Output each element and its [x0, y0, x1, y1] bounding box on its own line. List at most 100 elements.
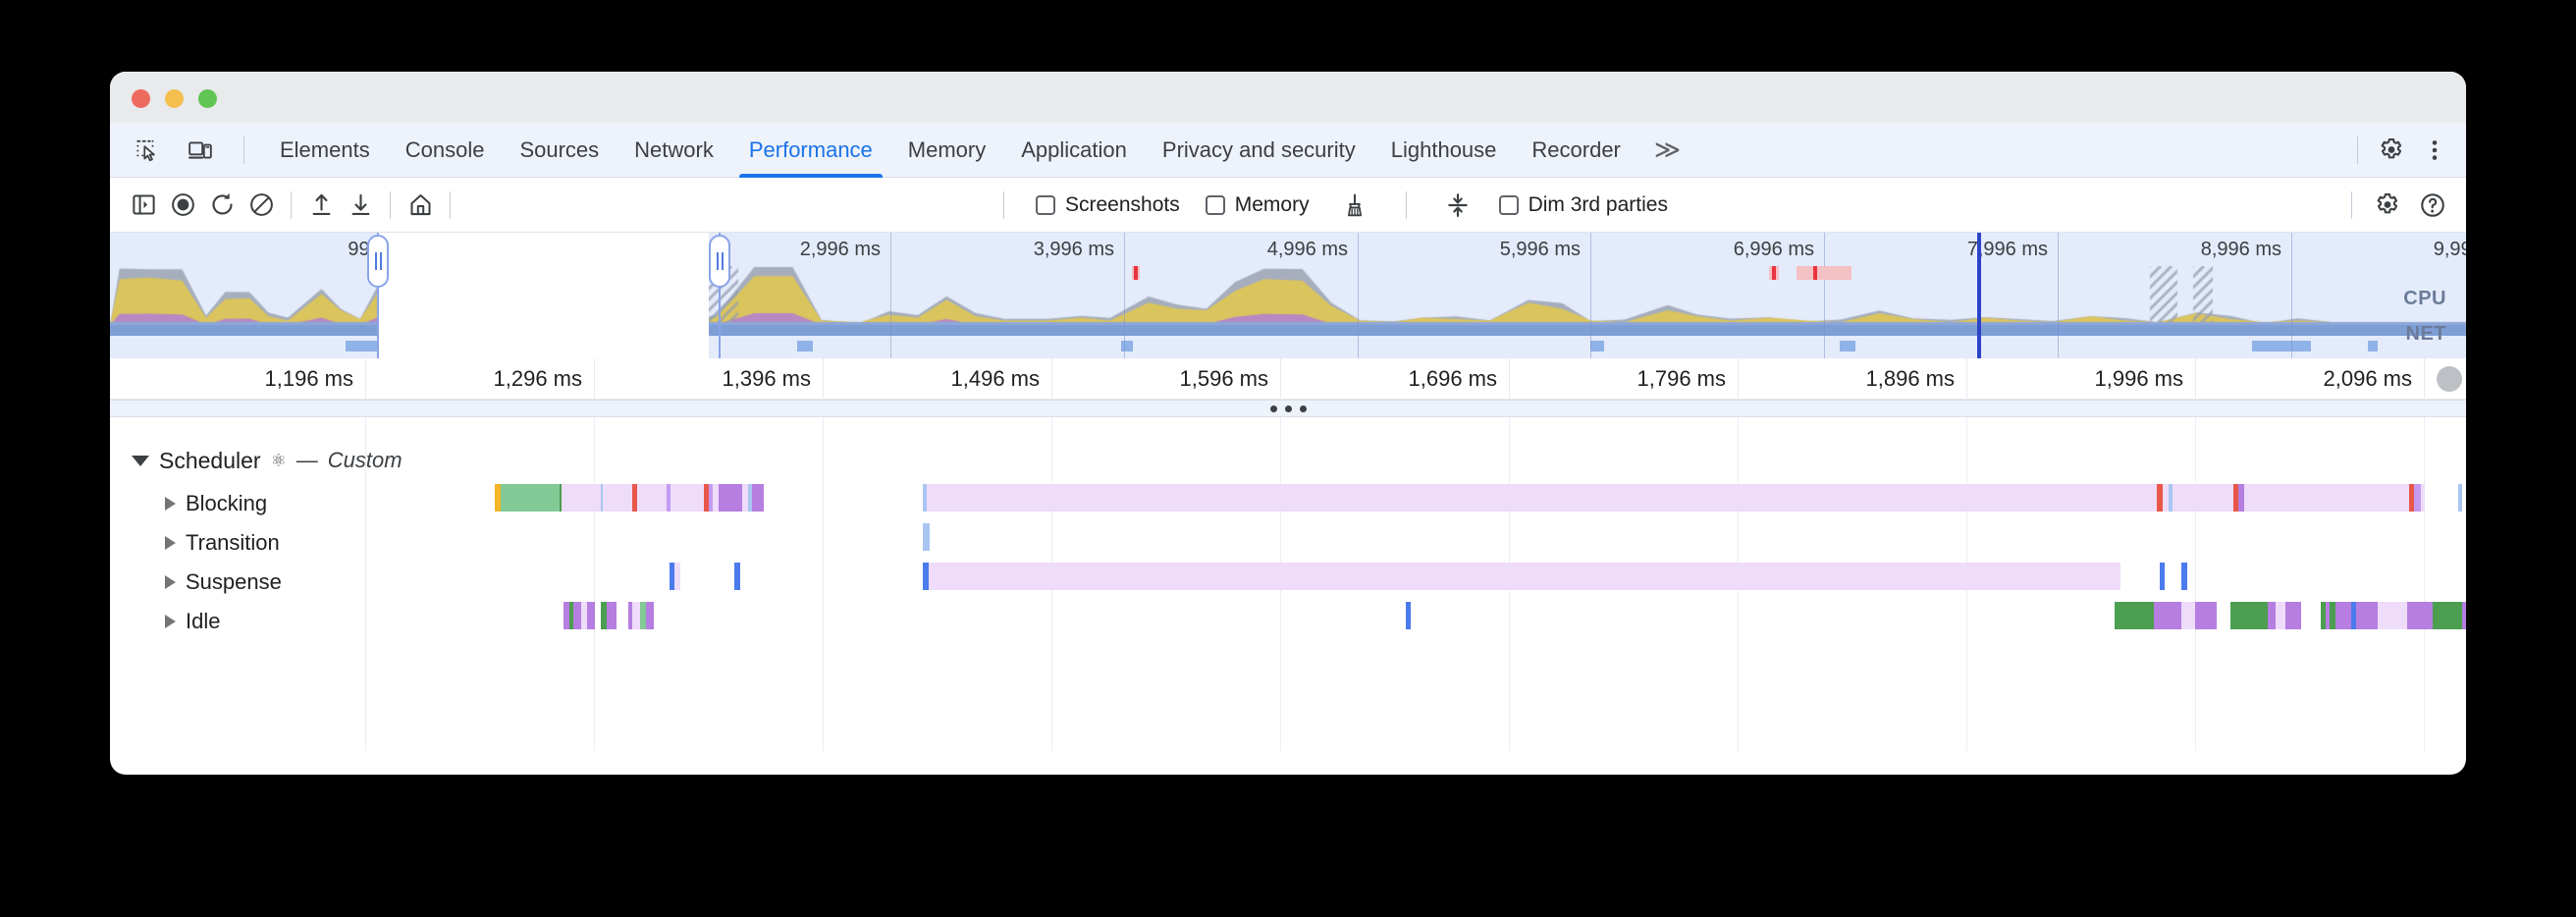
inspect-element-icon[interactable] [128, 131, 167, 170]
chevron-right-icon[interactable] [165, 497, 176, 511]
load-profile-button[interactable] [301, 186, 341, 225]
flame-event-block[interactable] [709, 484, 713, 512]
flame-event-block[interactable] [607, 602, 617, 629]
flame-event-block[interactable] [734, 563, 740, 590]
device-toolbar-icon[interactable] [181, 131, 220, 170]
track-group-scheduler[interactable]: Scheduler ⚛ — Custom [132, 441, 402, 480]
flame-event-block[interactable] [632, 484, 637, 512]
flame-event-block[interactable] [713, 484, 719, 512]
flame-event-block[interactable] [923, 484, 927, 512]
record-button[interactable] [163, 186, 202, 225]
flame-event-block[interactable] [929, 563, 2120, 590]
flame-event-block[interactable] [2462, 602, 2466, 629]
flame-event-block[interactable] [2285, 602, 2301, 629]
tab-application[interactable]: Application [1003, 123, 1145, 178]
flame-event-block[interactable] [2238, 484, 2244, 512]
flame-event-block[interactable] [2163, 484, 2169, 512]
tab-memory[interactable]: Memory [890, 123, 1003, 178]
flame-event-block[interactable] [748, 484, 752, 512]
track-row[interactable] [110, 563, 2466, 602]
flame-event-block[interactable] [2458, 484, 2462, 512]
flame-event-block[interactable] [646, 602, 654, 629]
flame-event-block[interactable] [2409, 484, 2414, 512]
flame-event-block[interactable] [2154, 602, 2181, 629]
overview-handle-left[interactable] [367, 235, 389, 288]
flame-event-block[interactable] [923, 523, 930, 551]
more-tabs-icon[interactable]: ≫ [1638, 123, 1696, 178]
flame-event-block[interactable] [2268, 602, 2276, 629]
flame-event-block[interactable] [927, 484, 2157, 512]
flame-event-block[interactable] [2181, 563, 2187, 590]
flame-event-block[interactable] [564, 602, 569, 629]
flame-event-block[interactable] [632, 602, 640, 629]
track-idle[interactable]: Idle [165, 602, 220, 641]
screenshots-checkbox-box[interactable] [1036, 194, 1055, 215]
flame-event-block[interactable] [704, 484, 709, 512]
flame-event-block[interactable] [2356, 602, 2378, 629]
flame-event-block[interactable] [2157, 484, 2163, 512]
chevron-down-icon[interactable] [132, 455, 149, 466]
flame-event-block[interactable] [671, 484, 704, 512]
track-suspense[interactable]: Suspense [165, 563, 282, 602]
flame-event-block[interactable] [2233, 484, 2238, 512]
pane-resizer-handle[interactable] [110, 400, 2466, 417]
reload-and-record-button[interactable] [202, 186, 242, 225]
flame-event-block[interactable] [2326, 602, 2330, 629]
flame-event-block[interactable] [603, 484, 632, 512]
flame-event-block[interactable] [637, 484, 667, 512]
flame-event-block[interactable] [2173, 484, 2233, 512]
flame-event-block[interactable] [923, 563, 929, 590]
minimize-window-button[interactable] [165, 89, 184, 108]
flame-event-block[interactable] [674, 563, 680, 590]
flame-event-block[interactable] [2160, 563, 2165, 590]
screenshots-checkbox[interactable]: Screenshots [1036, 193, 1180, 217]
memory-checkbox[interactable]: Memory [1205, 193, 1310, 217]
more-options-icon[interactable] [2415, 131, 2454, 170]
tab-network[interactable]: Network [617, 123, 731, 178]
flame-event-block[interactable] [2276, 602, 2285, 629]
flame-event-block[interactable] [562, 484, 601, 512]
flame-event-block[interactable] [752, 484, 764, 512]
tab-performance[interactable]: Performance [731, 123, 890, 178]
flame-event-block[interactable] [2351, 602, 2356, 629]
flame-event-block[interactable] [601, 602, 607, 629]
settings-gear-icon[interactable] [2372, 131, 2411, 170]
toggle-sidebar-button[interactable] [124, 186, 163, 225]
help-icon[interactable] [2413, 186, 2452, 225]
flame-chart[interactable]: Scheduler ⚛ — Custom Blocking Transition… [110, 417, 2466, 751]
flame-event-block[interactable] [2181, 602, 2195, 629]
close-window-button[interactable] [132, 89, 150, 108]
chevron-right-icon[interactable] [165, 575, 176, 589]
flame-event-block[interactable] [628, 602, 632, 629]
flame-event-block[interactable] [2115, 602, 2154, 629]
flame-event-block[interactable] [2414, 484, 2421, 512]
track-row[interactable] [110, 602, 2466, 641]
tab-elements[interactable]: Elements [262, 123, 388, 178]
flame-event-block[interactable] [495, 484, 501, 512]
tab-console[interactable]: Console [388, 123, 503, 178]
horizontal-scroll-thumb[interactable] [2437, 366, 2462, 392]
flame-event-block[interactable] [2169, 484, 2173, 512]
dim-third-parties-checkbox-box[interactable] [1498, 194, 1519, 215]
overview-handle-right[interactable] [709, 235, 730, 288]
home-button[interactable] [401, 186, 440, 225]
flame-event-block[interactable] [670, 563, 674, 590]
flame-event-block[interactable] [1406, 602, 1411, 629]
flame-event-block[interactable] [719, 484, 742, 512]
flame-event-block[interactable] [667, 484, 671, 512]
flame-event-block[interactable] [2244, 484, 2409, 512]
maximize-window-button[interactable] [198, 89, 217, 108]
timeline-overview[interactable]: 996 ms1,996 ms2,996 ms3,996 ms4,996 ms5,… [110, 233, 2466, 358]
flame-event-block[interactable] [2321, 602, 2326, 629]
tab-privacy-and-security[interactable]: Privacy and security [1145, 123, 1373, 178]
collect-garbage-broom-icon[interactable] [1335, 186, 1374, 225]
clear-button[interactable] [242, 186, 281, 225]
flame-event-block[interactable] [501, 484, 560, 512]
flame-event-block[interactable] [569, 602, 573, 629]
flame-event-block[interactable] [2330, 602, 2335, 629]
tab-recorder[interactable]: Recorder [1514, 123, 1637, 178]
flame-event-block[interactable] [2407, 602, 2433, 629]
flame-event-block[interactable] [2195, 602, 2217, 629]
flame-event-block[interactable] [2378, 602, 2407, 629]
